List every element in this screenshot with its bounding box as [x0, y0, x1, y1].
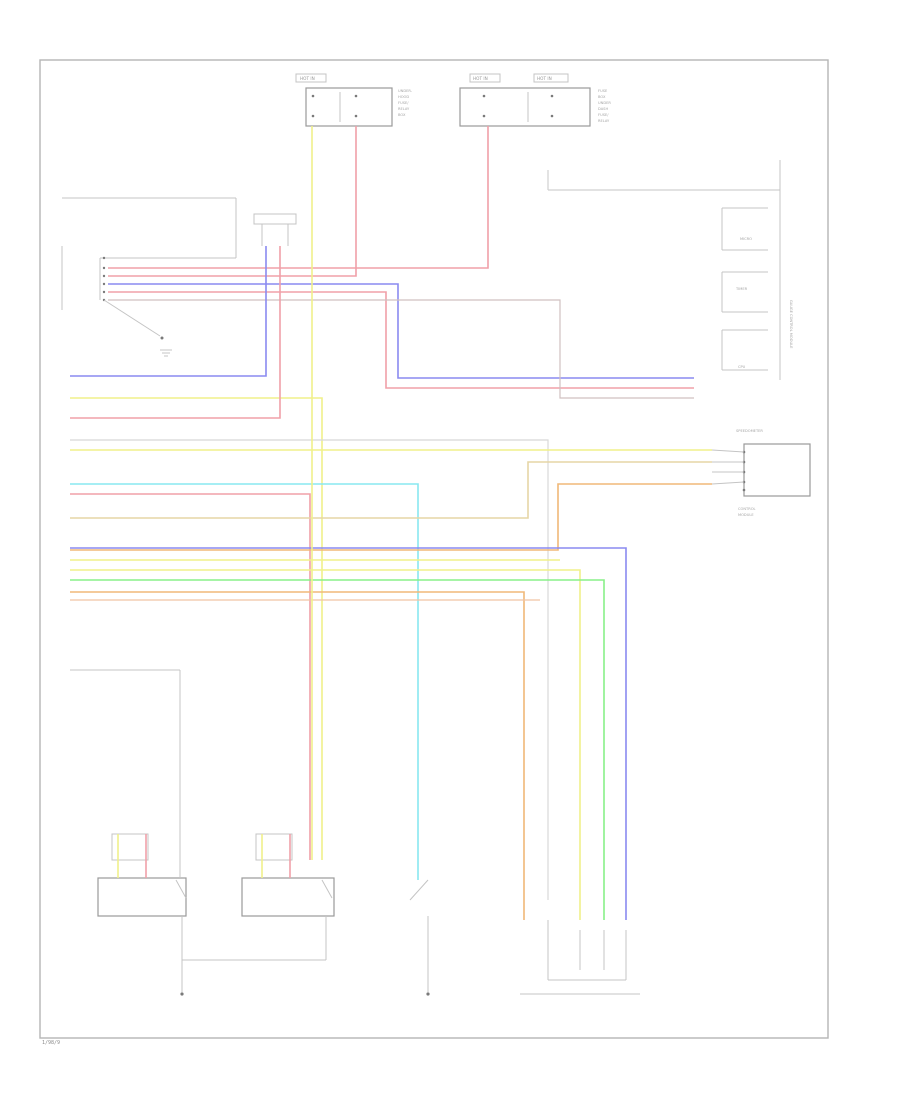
junction-connector-top — [253, 213, 297, 246]
svg-text:SPEEDOMETER: SPEEDOMETER — [736, 429, 763, 433]
green-wire-bus — [70, 579, 605, 920]
yellow-wire-left — [70, 397, 323, 860]
svg-text:DASH: DASH — [598, 107, 608, 111]
blue-wire-bus — [70, 547, 627, 920]
blue-wire-left — [70, 246, 267, 377]
relay-unit-1 — [97, 833, 187, 960]
svg-text:FUSE: FUSE — [598, 89, 608, 93]
speedometer-unit: SPEEDOMETER — [711, 429, 811, 497]
gray-wire-left — [70, 439, 549, 900]
gray-wire-switch — [108, 299, 694, 399]
ground-symbol-bottom-middle — [409, 879, 430, 996]
svg-text:UNDER: UNDER — [598, 101, 611, 105]
ground-symbol-upper-left — [160, 349, 172, 357]
red-wire-switch — [108, 291, 694, 389]
ignition-switch — [61, 197, 237, 340]
red-wire-left — [70, 246, 281, 419]
svg-text:GAUGE CONTROL MODULE: GAUGE CONTROL MODULE — [789, 300, 793, 349]
svg-text:TIMER: TIMER — [735, 287, 748, 291]
svg-text:RELAY: RELAY — [598, 119, 610, 123]
blue-wire-switch — [108, 283, 694, 379]
svg-text:HOT IN: HOT IN — [300, 76, 315, 81]
svg-text:HOOD: HOOD — [398, 95, 409, 99]
sensor-unit-bottom-right — [520, 920, 640, 995]
tan-wire-meter — [70, 461, 712, 519]
svg-text:MICRO: MICRO — [740, 237, 752, 241]
svg-text:RELAY: RELAY — [398, 107, 410, 111]
svg-text:FUSE/: FUSE/ — [598, 113, 609, 117]
red-wire-ignition — [108, 126, 357, 277]
diagram-code: 1/98/9 — [42, 1040, 60, 1046]
red-wire-fuse-feed — [108, 126, 489, 269]
svg-text:BOX: BOX — [398, 113, 406, 117]
orange-wire-meter — [70, 483, 712, 551]
svg-text:CONTROL: CONTROL — [738, 507, 756, 511]
relay-unit-2 — [241, 833, 335, 960]
fuse-box-left: HOT IN — [295, 73, 393, 127]
red-wire-left-lower — [70, 493, 311, 860]
fuse-box-right: HOT IN HOT IN — [459, 73, 591, 127]
svg-text:UNDER-: UNDER- — [398, 89, 413, 93]
svg-text:HOT IN: HOT IN — [473, 76, 488, 81]
cyan-wire-left — [70, 483, 419, 880]
svg-text:BOX: BOX — [598, 95, 606, 99]
svg-text:FUSE/: FUSE/ — [398, 101, 409, 105]
ground-symbol-bottom-left — [180, 992, 184, 996]
yellow-wire-bus-2 — [70, 569, 581, 920]
svg-text:HOT IN: HOT IN — [537, 76, 552, 81]
diagram-frame — [39, 59, 829, 1039]
svg-text:CPU: CPU — [738, 365, 746, 369]
orange-wire-bus — [70, 591, 525, 920]
svg-text:MODULE: MODULE — [738, 513, 754, 517]
gauge-control-module: MICRO TIMER CPU GAUGE CONTROL MODULE — [548, 160, 793, 380]
